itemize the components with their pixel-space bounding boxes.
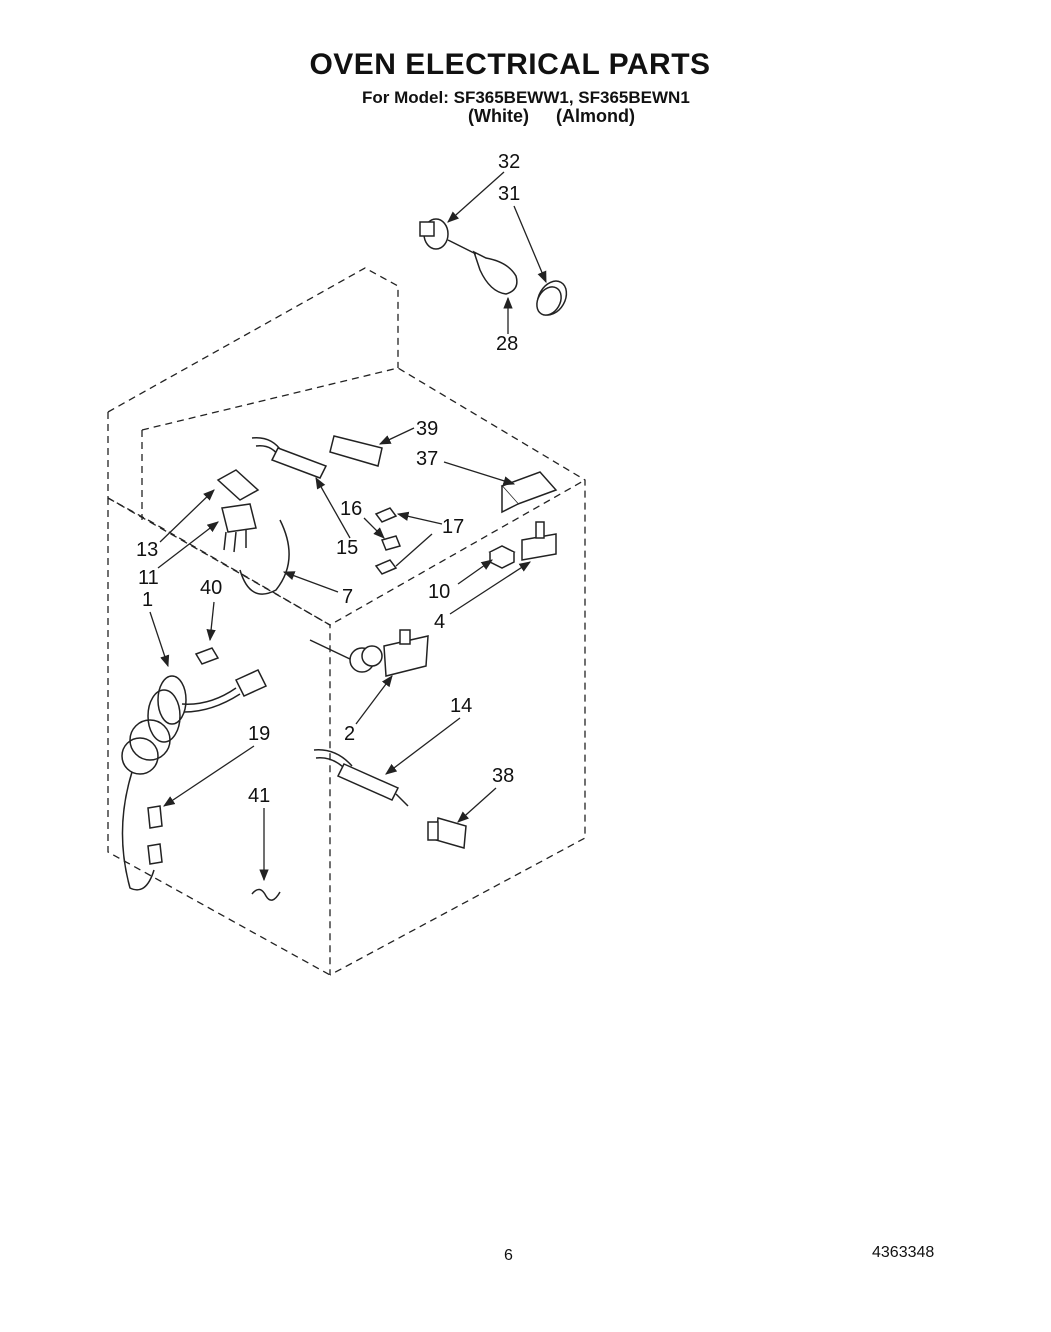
- knob-10-part: [488, 545, 516, 569]
- connector-16-part: [380, 535, 402, 551]
- callout-39: 39: [416, 418, 438, 440]
- callout-10: 10: [428, 581, 450, 603]
- element-14-part: [313, 749, 409, 807]
- callout-4: 4: [434, 611, 445, 633]
- terminal-19-part: [147, 805, 163, 829]
- callout-32: 32: [498, 151, 520, 173]
- callout-28: 28: [496, 333, 518, 355]
- element-15-part: [251, 437, 328, 479]
- power-cord-1-part: [121, 669, 268, 891]
- page-number: 6: [504, 1247, 513, 1264]
- bracket-37-part: [500, 471, 558, 514]
- wire-7-part: [239, 519, 290, 595]
- callout-41: 41: [248, 785, 270, 807]
- callout-14: 14: [450, 695, 472, 717]
- lamp-socket-part: [419, 218, 449, 250]
- callout-37: 37: [416, 448, 438, 470]
- color-variants: (White) (Almond): [468, 106, 657, 127]
- bracket-13-part: [216, 469, 260, 501]
- page-title: OVEN ELECTRICAL PARTS: [309, 48, 711, 81]
- document-number: 4363348: [872, 1244, 935, 1261]
- callout-17: 17: [442, 516, 464, 538]
- callout-31: 31: [498, 183, 520, 205]
- callout-7: 7: [342, 586, 353, 608]
- light-bulb-part: [472, 250, 518, 295]
- callout-11: 11: [138, 567, 159, 589]
- color-almond: (Almond): [556, 106, 635, 126]
- terminal-block-38-part: [427, 817, 467, 849]
- switch-4-part: [521, 521, 557, 561]
- model-line: For Model: SF365BEWW1, SF365BEWN1: [362, 88, 690, 107]
- callout-labels: 32 31 28 39 37 16 17 13 15 11 7 10 4 1 4…: [136, 151, 520, 807]
- wire-tie-41-part: [251, 888, 281, 901]
- callout-15: 15: [336, 537, 358, 559]
- callout-19: 19: [248, 723, 270, 745]
- callout-leaders: [149, 171, 547, 882]
- cabinet-outline: [107, 267, 586, 976]
- clamp-40-part: [194, 647, 220, 665]
- callout-2: 2: [344, 723, 355, 745]
- callout-16: 16: [340, 498, 362, 520]
- callout-1: 1: [142, 589, 153, 611]
- lamp-cover-part: [536, 280, 568, 316]
- switch-39-part: [329, 435, 383, 467]
- callout-40: 40: [200, 577, 222, 599]
- color-white: (White): [468, 106, 529, 126]
- clip-17-part: [374, 507, 398, 575]
- relay-11-part: [221, 503, 257, 553]
- callout-38: 38: [492, 765, 514, 787]
- callout-13: 13: [136, 539, 158, 561]
- thermostat-2-part: [309, 629, 429, 677]
